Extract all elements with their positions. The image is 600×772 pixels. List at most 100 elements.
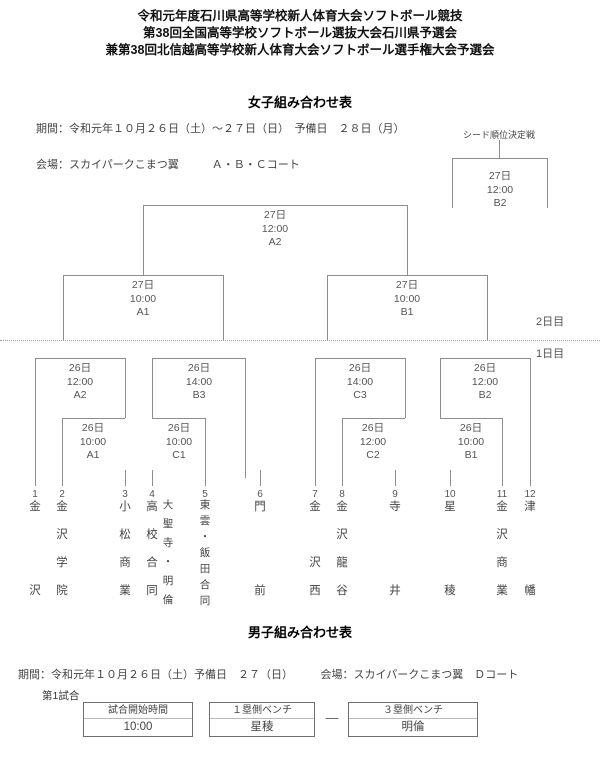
quarterfinal-4-date: 26日 bbox=[473, 362, 497, 374]
semifinal-1-left bbox=[63, 275, 64, 340]
firstround-2-court: C1 bbox=[172, 449, 186, 461]
firstround-1-left bbox=[62, 418, 63, 478]
seed-playoff-label: シード順位決定戦 bbox=[462, 130, 535, 140]
final-bracket-left bbox=[143, 205, 144, 275]
semifinal-2-date: 27日 bbox=[395, 279, 419, 291]
quarterfinal-2-date: 26日 bbox=[187, 362, 211, 374]
quarterfinal-3-date: 26日 bbox=[348, 362, 372, 374]
firstround-4-time: 10:00 bbox=[457, 435, 485, 448]
quarterfinal-3-right bbox=[405, 358, 406, 418]
quarterfinal-1-time: 12:00 bbox=[66, 375, 94, 388]
day-separator-line bbox=[0, 340, 600, 341]
firstround-3-top bbox=[342, 418, 405, 419]
mens-third-base-team: 明倫 bbox=[401, 721, 425, 733]
team-name-1: 金沢 bbox=[29, 501, 41, 597]
firstround-1-top bbox=[62, 418, 125, 419]
team-stem-8 bbox=[342, 470, 343, 486]
quarterfinal-3-left bbox=[315, 358, 316, 478]
quarterfinal-4-court: B2 bbox=[478, 389, 492, 401]
firstround-2-top bbox=[152, 418, 205, 419]
team-number-10: 10 bbox=[444, 489, 456, 500]
quarterfinal-4-time: 12:00 bbox=[471, 375, 499, 388]
team-stem-9 bbox=[395, 470, 396, 486]
final-match-time: 12:00 bbox=[261, 222, 289, 235]
firstround-3-info: 26日 12:00 C2 bbox=[333, 422, 413, 463]
team-stem-5 bbox=[205, 470, 206, 486]
firstround-4-court: B1 bbox=[464, 449, 478, 461]
team-stem-2 bbox=[62, 470, 63, 486]
seed-match-court: B2 bbox=[493, 197, 507, 209]
quarterfinal-4-right bbox=[530, 358, 531, 478]
quarterfinal-2-info: 26日 14:00 B3 bbox=[159, 362, 239, 403]
team-stem-4 bbox=[152, 470, 153, 486]
semifinal-1-time: 10:00 bbox=[129, 292, 157, 305]
mens-first-base-header: １塁側ベンチ bbox=[210, 703, 314, 719]
day-1-label: 1日目 bbox=[536, 348, 565, 360]
firstround-1-time: 10:00 bbox=[79, 435, 107, 448]
team-number-2: 2 bbox=[59, 489, 65, 500]
mens-section-title: 男子組み合わせ表 bbox=[247, 625, 352, 640]
mens-start-time-header: 試合開始時間 bbox=[84, 703, 192, 719]
semifinal-2-time: 10:00 bbox=[393, 292, 421, 305]
final-match-info: 27日 12:00 A2 bbox=[235, 209, 315, 250]
semifinal-1-top bbox=[63, 275, 223, 276]
semifinal-2-court: B1 bbox=[400, 306, 414, 318]
quarterfinal-1-info: 26日 12:00 A2 bbox=[40, 362, 120, 403]
team-name-2: 金沢学院 bbox=[56, 501, 68, 597]
mens-first-base-team: 星稜 bbox=[250, 721, 274, 733]
final-bracket-top bbox=[143, 205, 407, 206]
semifinal-2-info: 27日 10:00 B1 bbox=[367, 279, 447, 320]
quarterfinal-1-date: 26日 bbox=[68, 362, 92, 374]
firstround-2-date: 26日 bbox=[167, 422, 191, 434]
team-number-9: 9 bbox=[392, 489, 398, 500]
firstround-1-info: 26日 10:00 A1 bbox=[53, 422, 133, 463]
quarterfinal-3-court: C3 bbox=[353, 389, 367, 401]
mens-first-base-cell: １塁側ベンチ 星稜 bbox=[209, 702, 315, 737]
semifinal-1-info: 27日 10:00 A1 bbox=[103, 279, 183, 320]
quarterfinal-3-info: 26日 14:00 C3 bbox=[320, 362, 400, 403]
semifinal-2-right bbox=[487, 275, 488, 340]
firstround-1-court: A1 bbox=[86, 449, 100, 461]
team-stem-3 bbox=[125, 470, 126, 486]
firstround-1-date: 26日 bbox=[81, 422, 105, 434]
semifinal-1-date: 27日 bbox=[131, 279, 155, 291]
team-name-4b: 大聖寺・明倫 bbox=[162, 499, 174, 606]
quarterfinal-1-left bbox=[35, 358, 36, 478]
team-number-8: 8 bbox=[339, 489, 345, 500]
mens-versus-dash: — bbox=[325, 710, 339, 725]
team-name-8: 金沢龍谷 bbox=[336, 501, 348, 597]
seed-left-line bbox=[452, 158, 453, 208]
team-number-12: 12 bbox=[524, 489, 536, 500]
team-name-10: 星稜 bbox=[444, 501, 456, 597]
mens-info-line: 期間：令和元年１０月２６日（土）予備日 ２７（日） 会場：スカイパークこまつ翼 … bbox=[18, 669, 519, 681]
day-2-label: 2日目 bbox=[536, 316, 565, 328]
semifinal-2-left bbox=[327, 275, 328, 340]
team-stem-6 bbox=[260, 470, 261, 486]
final-bracket-right bbox=[407, 205, 408, 275]
firstround-3-court: C2 bbox=[366, 449, 380, 461]
mens-third-base-cell: ３塁側ベンチ 明倫 bbox=[348, 702, 478, 737]
quarterfinal-2-right bbox=[245, 358, 246, 478]
mens-start-time-value: 10:00 bbox=[123, 721, 153, 733]
quarterfinal-3-time: 14:00 bbox=[346, 375, 374, 388]
womens-section-title: 女子組み合わせ表 bbox=[247, 95, 352, 110]
seed-match-time: 12:00 bbox=[486, 183, 514, 196]
firstround-3-date: 26日 bbox=[361, 422, 385, 434]
quarterfinal-1-court: A2 bbox=[73, 389, 87, 401]
womens-venue-info: 会場：スカイパークこまつ翼 Ａ・Ｂ・Ｃコート bbox=[36, 159, 300, 171]
team-number-5: 5 bbox=[202, 489, 208, 500]
team-name-11: 金沢商業 bbox=[496, 501, 508, 597]
quarterfinal-4-top bbox=[440, 358, 530, 359]
firstround-2-time: 10:00 bbox=[165, 435, 193, 448]
team-number-6: 6 bbox=[257, 489, 263, 500]
firstround-2-info: 26日 10:00 C1 bbox=[139, 422, 219, 463]
quarterfinal-1-top bbox=[35, 358, 125, 359]
quarterfinal-1-right bbox=[125, 358, 126, 418]
firstround-3-left bbox=[342, 418, 343, 478]
team-name-7: 金沢西 bbox=[309, 501, 321, 597]
seed-match-date: 27日 bbox=[488, 170, 512, 182]
mens-third-base-header: ３塁側ベンチ bbox=[349, 703, 477, 719]
team-stem-12 bbox=[530, 470, 531, 486]
semifinal-1-right bbox=[223, 275, 224, 340]
team-name-4a: 高校合同 bbox=[146, 501, 158, 597]
